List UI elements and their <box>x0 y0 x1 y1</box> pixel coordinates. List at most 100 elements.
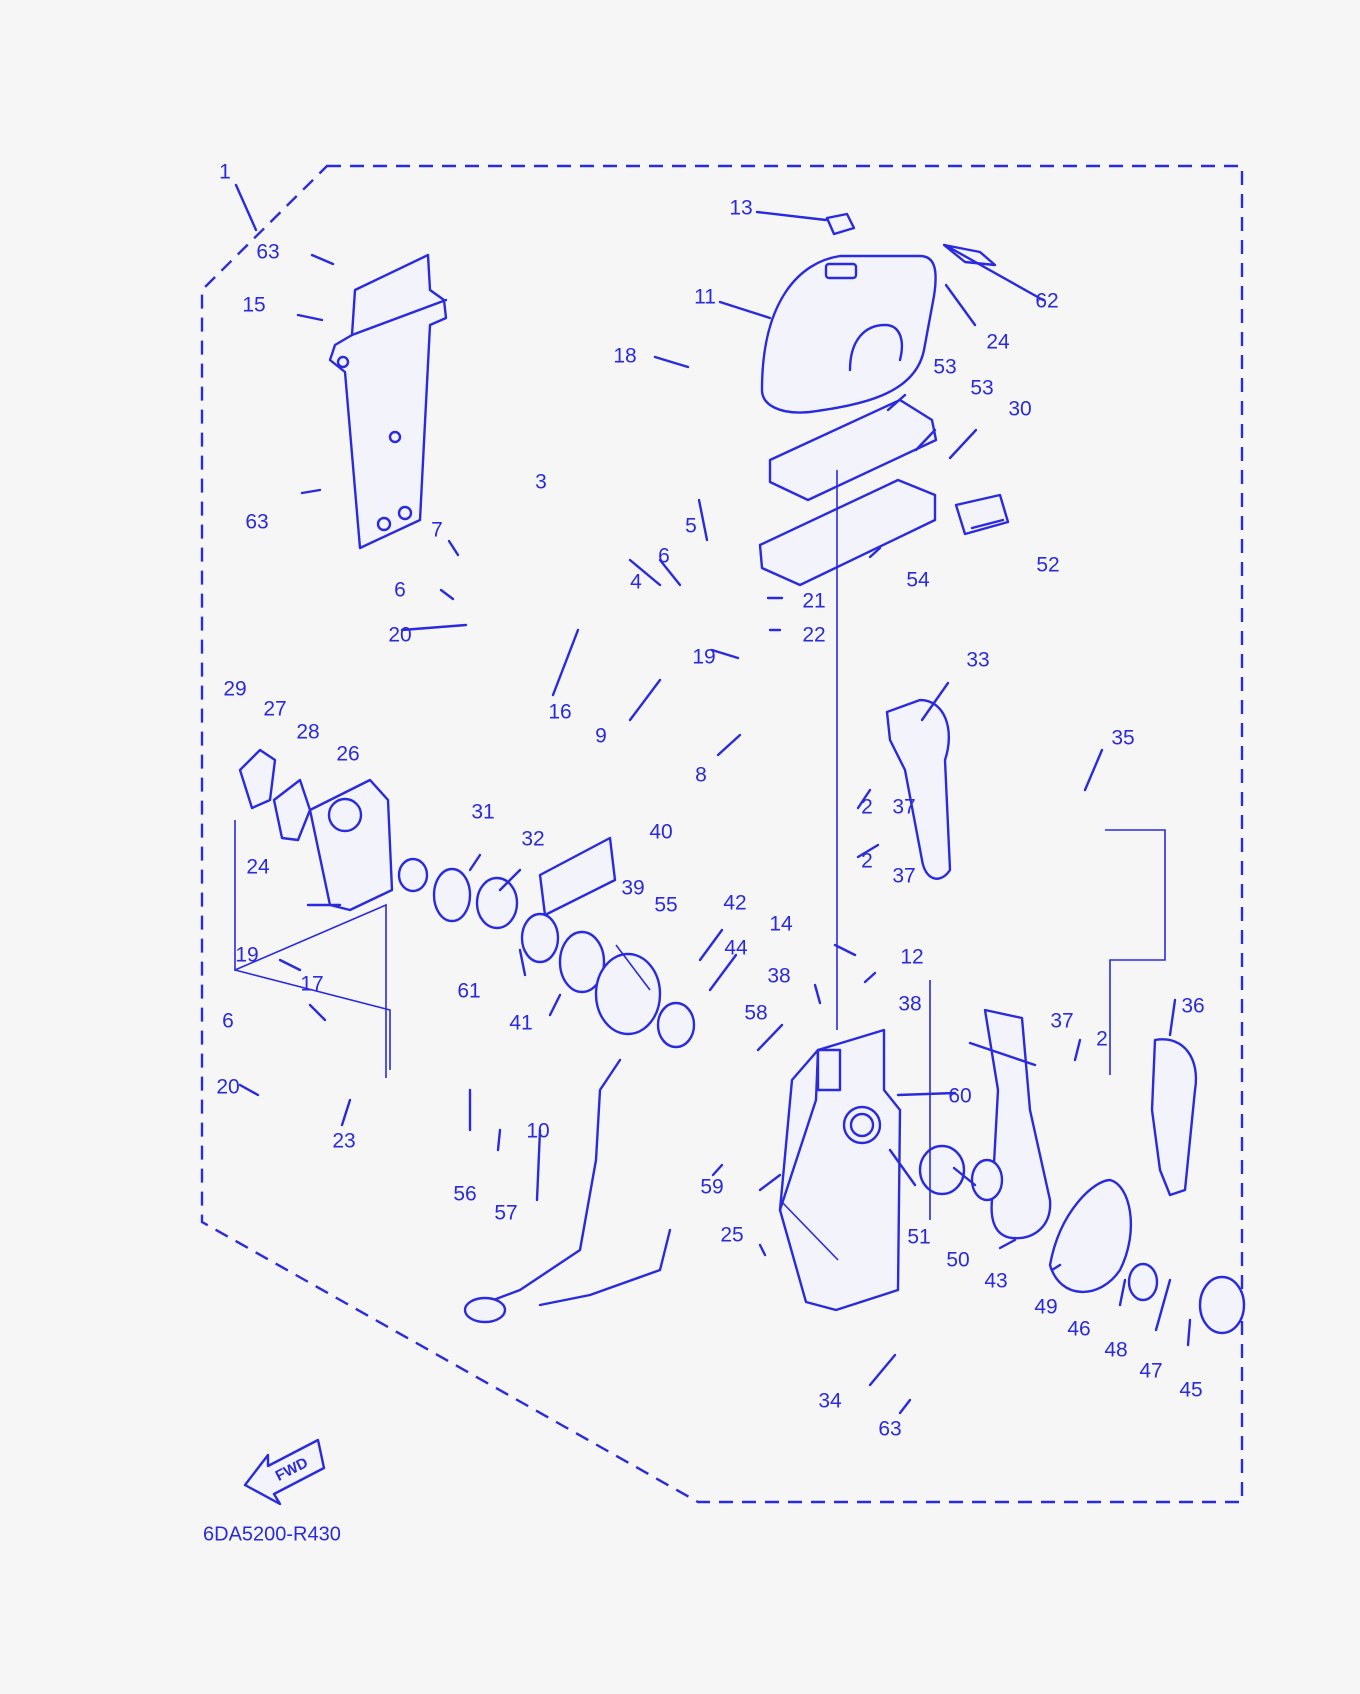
callout-63-bottom: 63 <box>878 1418 901 1441</box>
callout-61: 61 <box>457 980 480 1003</box>
callout-14: 14 <box>769 913 793 936</box>
callout-13: 13 <box>729 197 752 220</box>
callout-29: 29 <box>223 678 246 701</box>
callout-numbers: 1 63 15 63 13 11 62 24 18 53 53 30 52 54… <box>216 161 1204 1441</box>
callout-5: 5 <box>685 515 697 538</box>
gasket-drawing <box>758 478 937 587</box>
callout-62: 62 <box>1035 290 1058 313</box>
callout-15: 15 <box>242 294 265 317</box>
callout-4: 4 <box>630 571 642 594</box>
main-housing-drawing <box>778 1028 902 1312</box>
callout-57: 57 <box>494 1202 517 1225</box>
assembly-boundary <box>200 164 1244 1504</box>
spring-pack-40-drawing <box>538 836 617 917</box>
callout-59: 59 <box>700 1176 723 1199</box>
callout-8: 8 <box>695 764 707 787</box>
callout-20-a: 20 <box>388 624 411 647</box>
washer-disc-drawing <box>1127 1262 1159 1302</box>
callout-37-c: 37 <box>1050 1010 1073 1033</box>
callout-50: 50 <box>946 1249 969 1272</box>
callout-41: 41 <box>509 1012 532 1035</box>
callout-16: 16 <box>548 701 571 724</box>
spring-coil-31-drawing <box>432 867 472 923</box>
handle-grip-drawing <box>1150 1038 1198 1197</box>
callout-54: 54 <box>906 569 930 592</box>
end-plate-drawing <box>942 243 997 267</box>
callout-38-b: 38 <box>898 993 921 1016</box>
callout-2-a: 2 <box>861 796 873 819</box>
callout-63-left: 63 <box>245 511 268 534</box>
mounting-plate-drawing <box>328 253 448 550</box>
callout-60: 60 <box>948 1085 971 1108</box>
callout-55: 55 <box>654 894 677 917</box>
callout-2-c: 2 <box>1096 1028 1108 1051</box>
callout-32: 32 <box>521 828 544 851</box>
knob-drawing <box>1198 1275 1246 1335</box>
callout-40: 40 <box>649 821 672 844</box>
callout-9: 9 <box>595 725 607 748</box>
washer-55-drawing <box>594 952 662 1036</box>
ring-61-drawing <box>520 912 560 964</box>
callout-45: 45 <box>1179 1379 1202 1402</box>
gear-44-drawing <box>656 1001 696 1049</box>
callout-23: 23 <box>332 1130 355 1153</box>
top-cover-drawing <box>760 212 937 414</box>
callout-11: 11 <box>694 286 716 309</box>
callout-2-b: 2 <box>861 850 873 873</box>
callout-10: 10 <box>526 1120 549 1143</box>
callout-44: 44 <box>724 937 748 960</box>
callout-6-a: 6 <box>658 545 670 568</box>
callout-24-b: 24 <box>246 856 270 879</box>
fwd-arrow: FWD <box>243 1438 326 1506</box>
cable-drawing <box>478 1058 622 1307</box>
bushing-drawing <box>397 857 429 893</box>
callout-25: 25 <box>720 1224 743 1247</box>
callout-51: 51 <box>907 1226 930 1249</box>
leader-lines <box>234 183 1192 1415</box>
callout-43: 43 <box>984 1270 1007 1293</box>
callout-35: 35 <box>1111 727 1134 750</box>
callout-22: 22 <box>802 624 825 647</box>
callout-34: 34 <box>818 1390 842 1413</box>
callout-12: 12 <box>900 946 923 969</box>
spring-coil-32-drawing <box>475 876 519 930</box>
callout-58: 58 <box>744 1002 767 1025</box>
callout-63-top: 63 <box>256 241 279 264</box>
small-plate-27-drawing <box>238 748 277 810</box>
callout-47: 47 <box>1139 1360 1162 1383</box>
callout-42: 42 <box>723 892 746 915</box>
callout-21: 21 <box>802 590 825 613</box>
callout-24-top: 24 <box>986 331 1010 354</box>
callout-19-b: 19 <box>235 944 258 967</box>
callout-3: 3 <box>535 471 547 494</box>
callout-19-a: 19 <box>692 646 715 669</box>
callout-28: 28 <box>296 721 319 744</box>
callout-53-b: 53 <box>970 377 993 400</box>
callout-20-b: 20 <box>216 1076 239 1099</box>
guide-lines <box>234 470 1166 1261</box>
callout-48: 48 <box>1104 1339 1127 1362</box>
small-plate-28-drawing <box>272 778 312 842</box>
callout-39: 39 <box>621 877 644 900</box>
callout-17: 17 <box>300 973 323 996</box>
callout-33: 33 <box>966 649 989 672</box>
callout-6-c: 6 <box>222 1010 234 1033</box>
lever-arm-drawing <box>983 1008 1052 1240</box>
upper-lever-drawing <box>885 698 952 880</box>
callout-26: 26 <box>336 743 359 766</box>
ring-50-drawing <box>970 1158 1004 1202</box>
callout-36: 36 <box>1181 995 1204 1018</box>
callout-46: 46 <box>1067 1318 1090 1341</box>
callout-27: 27 <box>263 698 286 721</box>
callout-52: 52 <box>1036 554 1059 577</box>
callout-38-a: 38 <box>767 965 790 988</box>
callout-49: 49 <box>1034 1296 1057 1319</box>
ring-51-drawing <box>918 1144 966 1196</box>
handle-cover-drawing <box>1048 1178 1133 1294</box>
callout-37-a: 37 <box>892 796 915 819</box>
drawing-code: 6DA5200-R430 <box>203 1523 341 1545</box>
callout-37-b: 37 <box>892 865 915 888</box>
cover-piece-drawing <box>954 493 1010 536</box>
callout-31: 31 <box>471 801 494 824</box>
